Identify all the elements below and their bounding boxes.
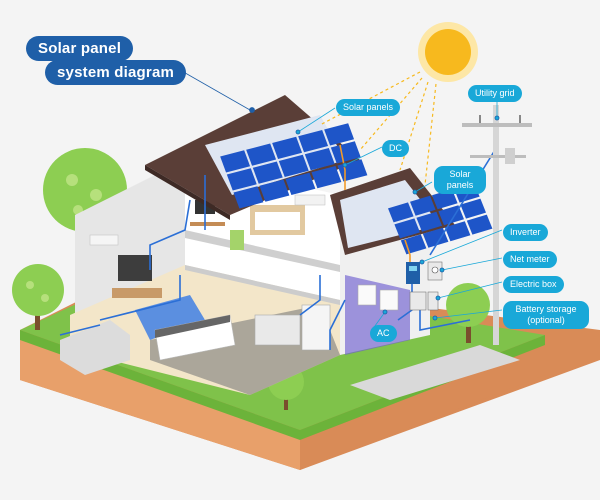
label-battery-storage-line1: Battery storage bbox=[515, 304, 577, 314]
label-net-meter: Net meter bbox=[503, 251, 557, 268]
diagram-title-line2: system diagram bbox=[45, 60, 187, 85]
callout-lines bbox=[179, 69, 503, 331]
label-inverter: Inverter bbox=[503, 224, 548, 241]
inverter-box[interactable] bbox=[406, 262, 420, 284]
diagram-title-line1: Solar panel bbox=[26, 36, 134, 61]
label-electric-box: Electric box bbox=[503, 276, 564, 293]
label-solar-panels-side-line2: panels bbox=[446, 180, 474, 190]
solar-panel-array-main[interactable] bbox=[220, 123, 368, 209]
label-utility-grid: Utility grid bbox=[468, 85, 522, 102]
label-solar-panels-side: Solar panels bbox=[434, 166, 486, 194]
ground-floor bbox=[89, 234, 399, 361]
label-solar-panels-top: Solar panels bbox=[336, 99, 401, 116]
net-meter-box[interactable] bbox=[427, 261, 443, 281]
solar-panel-array-side[interactable] bbox=[388, 182, 493, 255]
electric-box[interactable] bbox=[409, 291, 439, 311]
label-ac: AC bbox=[370, 325, 397, 342]
label-battery-storage: Battery storage (optional) bbox=[503, 301, 589, 329]
label-solar-panels-side-line1: Solar bbox=[449, 169, 471, 179]
label-battery-storage-line2: (optional) bbox=[527, 315, 565, 325]
tree-left-small bbox=[12, 264, 64, 330]
utility-pole bbox=[462, 105, 532, 345]
label-dc: DC bbox=[382, 140, 409, 157]
sun-icon bbox=[319, 22, 478, 186]
tree-right bbox=[446, 283, 490, 343]
wiring bbox=[59, 144, 496, 350]
